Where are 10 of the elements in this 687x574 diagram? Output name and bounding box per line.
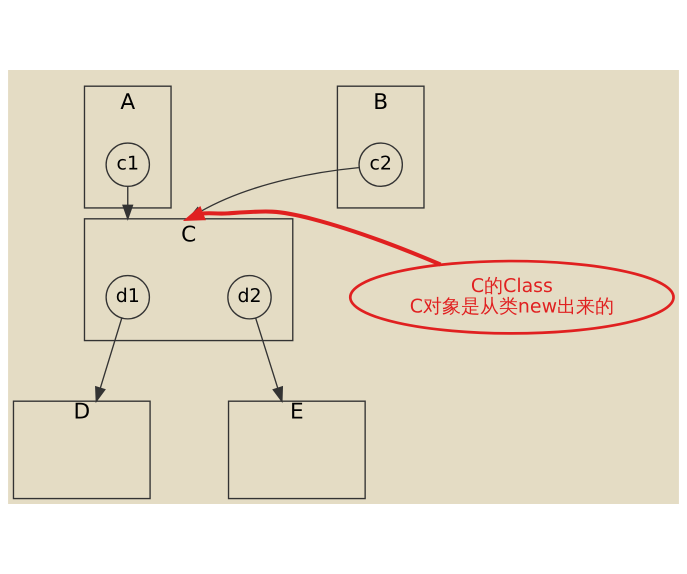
node-circle: d2 — [227, 274, 272, 320]
node-circle: d1 — [105, 274, 150, 320]
node-box: E — [228, 400, 366, 500]
node-box: D — [12, 400, 151, 500]
node-ellipse: C的Class C对象是从类new出来的 — [348, 260, 675, 335]
arrow — [255, 318, 284, 404]
arrow — [95, 318, 122, 404]
node-circle: c1 — [105, 142, 150, 187]
node-circle: c2 — [358, 142, 404, 187]
arrow — [122, 186, 134, 221]
